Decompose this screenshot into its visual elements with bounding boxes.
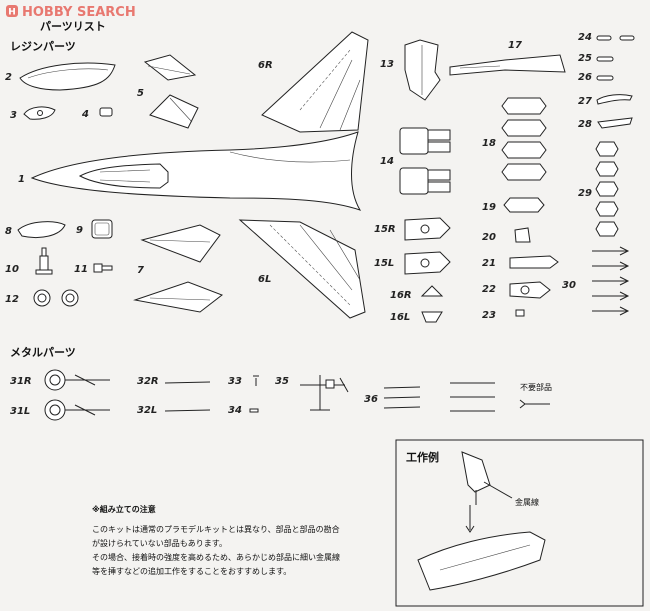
part-number-16L: 16L [390,312,410,323]
logo-icon [6,5,18,17]
part-number-22: 22 [482,284,496,295]
part-number-30: 30 [562,280,576,291]
unneeded-parts-label: 不要部品 [520,382,552,392]
part-number-8: 8 [5,226,12,237]
part-6R-wing [261,31,369,133]
part-1-fuselage [30,131,362,211]
part-18-hexes [501,97,547,181]
part-number-31L: 31L [10,406,30,417]
part-number-2: 2 [5,72,12,83]
part-number-10: 10 [5,264,19,275]
part-17 [449,54,566,76]
part-6L-wing [238,219,366,319]
part-number-20: 20 [482,232,496,243]
part-30-missiles [592,246,630,316]
part-number-28: 28 [578,119,592,130]
part-number-19: 19 [482,202,496,213]
resin-parts-header: レジンパーツ [10,40,76,53]
part-5-pieces [143,54,199,129]
part-34 [249,408,259,413]
part-9 [91,219,113,239]
notes-line-1: このキットは通常のプラモデルキットとは異なり、部品と部品の勘合 [92,524,340,534]
part-11 [93,263,113,273]
part-number-11: 11 [74,264,88,275]
part-36-rods [383,382,495,412]
part-number-33: 33 [228,376,242,387]
part-10 [35,247,53,275]
part-number-29: 29 [578,188,592,199]
part-3 [23,106,56,120]
part-number-9: 9 [76,225,83,236]
notes-line-3: その場合、接着時の強度を高めるため、あらかじめ部品に細い金属線 [92,552,340,562]
parts-24-28 [596,35,635,129]
part-32R [164,381,211,384]
part-7-pieces [133,224,224,313]
part-15-panels [404,217,451,275]
part-number-1: 1 [18,174,25,185]
part-number-23: 23 [482,310,496,321]
part-number-35: 35 [275,376,289,387]
part-23 [515,309,525,317]
part-4 [99,107,113,117]
part-19 [503,197,545,213]
part-number-6R: 6R [258,60,273,71]
part-number-31R: 31R [10,376,32,387]
part-33 [253,375,259,386]
part-31-landing-gear [44,369,110,421]
wire-label: 金属線 [515,497,539,507]
part-number-16R: 16R [390,290,412,301]
part-12-wheels [33,289,79,307]
metal-parts-header: メタルパーツ [10,346,76,359]
part-20 [514,227,531,243]
part-number-14: 14 [380,156,394,167]
page-title: パーツリスト [40,20,106,33]
notes-line-4: 等を挿すなどの追加工作をすることをおすすめします。 [92,566,291,576]
logo-mark: H [8,8,16,18]
hobby-search-logo: H HOBBY SEARCH [6,5,136,20]
part-number-26: 26 [578,72,592,83]
part-32L [164,409,211,412]
part-2-canopy [19,62,116,91]
part-number-15R: 15R [374,224,396,235]
part-number-5: 5 [137,88,144,99]
part-number-6L: 6L [258,274,271,285]
part-number-3: 3 [10,110,17,121]
part-number-12: 12 [5,294,19,305]
part-35 [300,375,349,411]
part-number-21: 21 [482,258,496,269]
example-box [395,439,644,607]
part-16R [420,285,444,297]
logo-text: HOBBY SEARCH [22,5,136,20]
part-29-hexes [595,141,619,237]
part-number-4: 4 [81,109,89,120]
part-number-27: 27 [578,96,592,107]
part-21 [509,255,559,269]
notes-heading: ※組み立ての注意 [92,504,156,514]
part-number-32L: 32L [137,405,157,416]
example-title: 工作例 [406,450,439,464]
part-22 [509,281,551,299]
example-illustration [417,451,546,591]
part-number-15L: 15L [374,258,394,269]
part-number-32R: 32R [137,376,159,387]
part-16L [421,311,443,323]
part-8 [17,221,66,239]
part-14-engines [399,127,451,195]
unneeded-part [519,399,550,409]
part-number-34: 34 [228,405,242,416]
part-number-36: 36 [364,394,378,405]
part-number-25: 25 [578,53,592,64]
part-13 [404,39,441,101]
notes-line-2: が設けられていない部品もあります。 [92,538,227,548]
part-number-13: 13 [380,59,394,70]
part-number-7: 7 [137,265,144,276]
part-number-17: 17 [508,40,522,51]
part-number-24: 24 [578,32,592,43]
part-number-18: 18 [482,138,496,149]
